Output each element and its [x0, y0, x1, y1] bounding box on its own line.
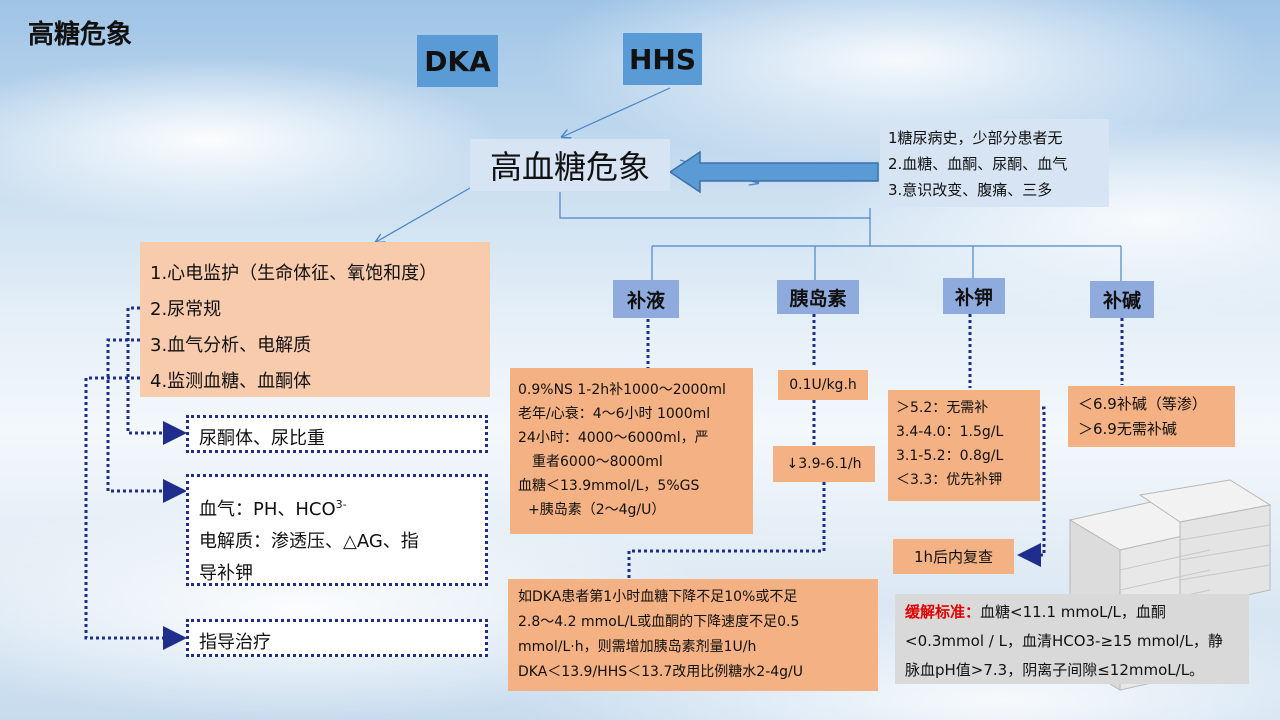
info-line: 1糖尿病史，少部分患者无	[888, 129, 1063, 147]
center-down-arrow	[376, 187, 471, 242]
dka-note-box: 如DKA患者第1小时血糖下降不足10%或不足 2.8～4.2 mmoL/L或血酮…	[508, 579, 878, 691]
page-title: 高糖危象	[28, 20, 133, 50]
guide-treatment-box: 指导治疗	[186, 619, 488, 657]
monitoring-box: 1.心电监护（生命体征、氧饱和度） 2.尿常规 3.血气分析、电解质 4.监测血…	[140, 242, 490, 397]
urine-ketone-box: 尿酮体、尿比重	[186, 415, 488, 453]
blood-gas-line: 血气：PH、HCO	[199, 499, 336, 520]
category-insulin: 胰岛素	[777, 280, 859, 314]
electrolyte-line: 导补钾	[199, 563, 253, 584]
alkali-line: ＜6.9补碱（等渗）	[1078, 395, 1207, 413]
tree-line-top	[559, 192, 871, 219]
info-line: 3.意识改变、腹痛、三多	[888, 181, 1053, 199]
big-left-arrow	[670, 150, 879, 194]
hhs-arrow	[562, 87, 671, 137]
monitor-item: 1.心电监护（生命体征、氧饱和度）	[150, 263, 438, 284]
dka-note-line: mmol/L·h，则需增加胰岛素剂量1U/h	[518, 639, 757, 655]
remission-line: <0.3mmol / L，血清HCO3-≥15 mmol/L，静	[905, 632, 1223, 650]
dka-note-line: 如DKA患者第1小时血糖下降不足10%或不足	[518, 589, 798, 605]
diagnosis-info-box: 1糖尿病史，少部分患者无 2.血糖、血酮、尿酮、血气 3.意识改变、腹痛、三多	[880, 119, 1109, 207]
hhs-box: HHS	[623, 33, 702, 85]
monitor-item: 3.血气分析、电解质	[150, 335, 312, 356]
potassium-line: ＜3.3：优先补钾	[896, 472, 1003, 488]
alkali-box: ＜6.9补碱（等渗） ＞6.9无需补碱	[1068, 386, 1235, 447]
fluid-line: 血糖＜13.9mmol/L，5%GS	[518, 478, 700, 494]
info-line: 2.血糖、血酮、尿酮、血气	[888, 155, 1068, 173]
recheck-box: 1h后内复查	[893, 539, 1014, 574]
category-alkali: 补碱	[1090, 281, 1154, 318]
hco3-superscript: 3-	[335, 498, 347, 511]
fluid-line: 24小时：4000～6000ml，严	[518, 430, 709, 446]
dka-note-line: DKA＜13.9/HHS＜13.7改用比例糖水2-4g/U	[518, 664, 804, 680]
blood-gas-box: 血气：PH、HCO3- 电解质：渗透压、△AG、指 导补钾	[186, 474, 488, 586]
monitor-item: 2.尿常规	[150, 299, 222, 320]
dka-note-line: 2.8～4.2 mmoL/L或血酮的下降速度不足0.5	[518, 614, 800, 630]
fluid-line: +胰岛素（2～4g/U）	[528, 502, 666, 518]
dka-box: DKA	[417, 35, 498, 87]
remission-line: 血糖<11.1 mmoL/L，血酮	[980, 603, 1166, 621]
alkali-line: ＞6.9无需补碱	[1078, 420, 1177, 438]
monitor-item: 4.监测血糖、血酮体	[150, 371, 312, 392]
potassium-line: 3.4-4.0：1.5g/L	[896, 424, 1004, 440]
fluid-line: 老年/心衰：4～6小时 1000ml	[518, 406, 711, 422]
fluid-line: 重者6000～8000ml	[532, 454, 663, 470]
potassium-line: ＞5.2：无需补	[896, 400, 989, 416]
category-fluid: 补液	[613, 280, 679, 318]
remission-line: 脉血pH值>7.3，阴离子间隙≤12mmoL/L。	[905, 661, 1205, 679]
category-potassium: 补钾	[943, 278, 1005, 314]
electrolyte-line: 电解质：渗透压、△AG、指	[199, 531, 419, 552]
potassium-line: 3.1-5.2：0.8g/L	[896, 448, 1004, 464]
remission-label: 缓解标准：	[905, 603, 981, 621]
remission-criteria-box: 缓解标准：血糖<11.1 mmoL/L，血酮 <0.3mmol / L，血清HC…	[895, 594, 1249, 684]
insulin-rate-box: ↓3.9-6.1/h	[773, 446, 875, 482]
fluid-box: 0.9%NS 1-2h补1000～2000ml 老年/心衰：4～6小时 1000…	[510, 368, 753, 534]
hyperglycemic-crisis-box: 高血糖危象	[470, 139, 670, 191]
potassium-box: ＞5.2：无需补 3.4-4.0：1.5g/L 3.1-5.2：0.8g/L ＜…	[888, 390, 1040, 501]
fluid-line: 0.9%NS 1-2h补1000～2000ml	[518, 382, 726, 398]
insulin-dose-box: 0.1U/kg.h	[778, 370, 868, 400]
